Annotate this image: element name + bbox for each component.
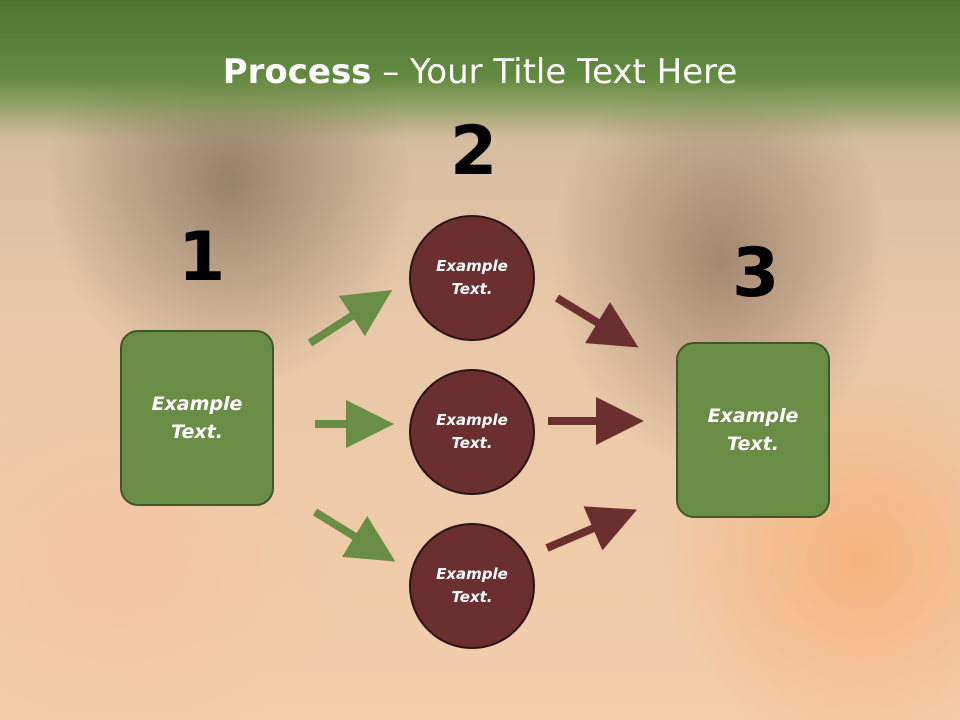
title-rest: – Your Title Text Here xyxy=(371,52,738,92)
slide-title[interactable]: Process – Your Title Text Here xyxy=(0,52,960,92)
process-circle-top[interactable]: Example Text. xyxy=(409,215,535,341)
process-circle-middle-text: Example Text. xyxy=(436,410,508,452)
step-number-1: 1 xyxy=(178,218,226,297)
title-bar xyxy=(0,0,960,140)
process-box-right[interactable]: Example Text. xyxy=(676,342,830,518)
arrow-red-down-icon xyxy=(554,294,639,348)
step-number-2: 2 xyxy=(450,112,498,191)
process-box-left-text: Example Text. xyxy=(151,392,243,444)
process-circle-bottom-text: Example Text. xyxy=(436,564,508,606)
process-box-left[interactable]: Example Text. xyxy=(120,330,274,506)
step-number-3: 3 xyxy=(732,234,780,313)
process-circle-middle[interactable]: Example Text. xyxy=(409,369,535,495)
arrow-green-up-icon xyxy=(307,289,393,347)
title-bold: Process xyxy=(222,52,372,92)
arrow-green-down-icon xyxy=(312,508,396,562)
process-circle-bottom[interactable]: Example Text. xyxy=(409,523,535,649)
arrow-red-up-icon xyxy=(545,506,638,552)
process-box-right-text: Example Text. xyxy=(707,404,799,456)
process-circle-top-text: Example Text. xyxy=(436,256,508,298)
